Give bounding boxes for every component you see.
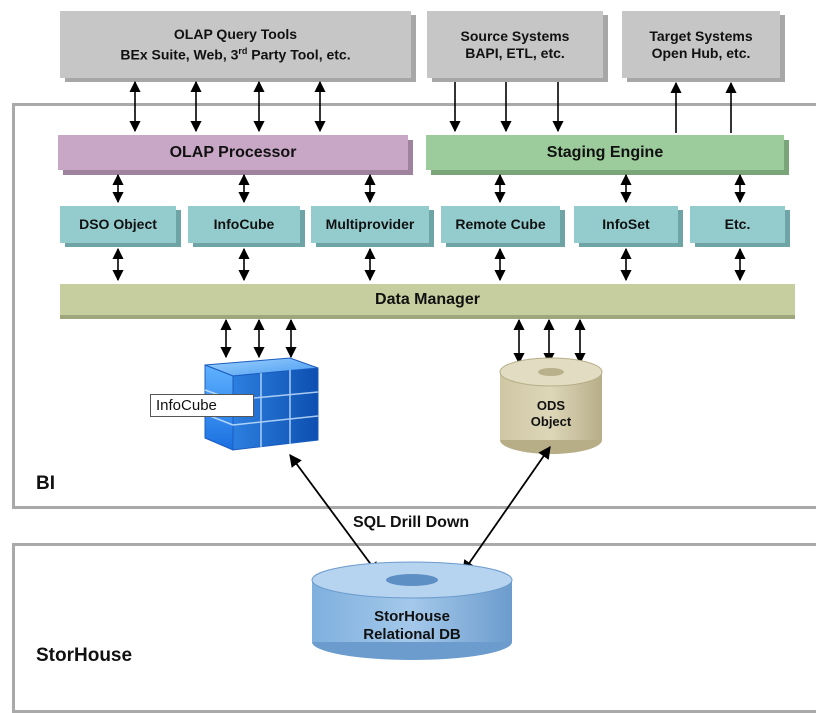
olap-query-tools-box: OLAP Query Tools BEx Suite, Web, 3rd Par… (60, 11, 411, 78)
target-systems-title: Target Systems (649, 27, 753, 44)
ods-object-label-line2: Object (531, 414, 572, 429)
olap-tools-arrows (129, 80, 326, 133)
target-systems-arrows (670, 81, 737, 133)
etc-box: Etc. (690, 206, 785, 243)
storhouse-db-cylinder: StorHouse Relational DB (311, 561, 513, 660)
storhouse-db-label-line1: StorHouse (374, 608, 450, 625)
olap-query-tools-title: OLAP Query Tools (173, 25, 298, 42)
datamanager-storage-arrows (220, 318, 586, 365)
multiprovider-box: Multiprovider (311, 206, 429, 243)
source-systems-title: Source Systems (460, 27, 570, 44)
storhouse-region-label: StorHouse (36, 645, 133, 666)
ods-object-label-line1: ODS (537, 398, 566, 413)
sql-drilldown-arrows (289, 445, 551, 576)
staging-engine-bar: Staging Engine (426, 135, 784, 170)
dso-object-box: DSO Object (60, 206, 176, 243)
bi-region-frame (12, 103, 816, 509)
target-systems-subtitle: Open Hub, etc. (651, 44, 751, 61)
storhouse-db-label-line2: Relational DB (363, 626, 461, 643)
source-systems-box: Source Systems BAPI, ETL, etc. (427, 11, 603, 78)
infoset-box: InfoSet (574, 206, 678, 243)
bi-region-label: BI (36, 473, 55, 494)
data-manager-bar: Data Manager (60, 284, 795, 315)
target-systems-box: Target Systems Open Hub, etc. (622, 11, 780, 78)
connector-layer: ODS Object StorHouse Relational DB (112, 80, 746, 660)
infocube-graphic (204, 357, 319, 451)
source-systems-arrows (449, 82, 564, 133)
ods-object-cylinder: ODS Object (499, 357, 603, 454)
infocube-callout: InfoCube (150, 394, 254, 417)
olap-query-tools-subtitle: BEx Suite, Web, 3rd Party Tool, etc. (120, 45, 351, 63)
infocube-box: InfoCube (188, 206, 300, 243)
processor-component-arrows (112, 173, 746, 204)
source-systems-subtitle: BAPI, ETL, etc. (465, 44, 565, 61)
sql-drill-down-label: SQL Drill Down (351, 514, 472, 532)
remote-cube-box: Remote Cube (441, 206, 560, 243)
component-datamanager-arrows (112, 247, 746, 282)
olap-processor-bar: OLAP Processor (58, 135, 408, 170)
